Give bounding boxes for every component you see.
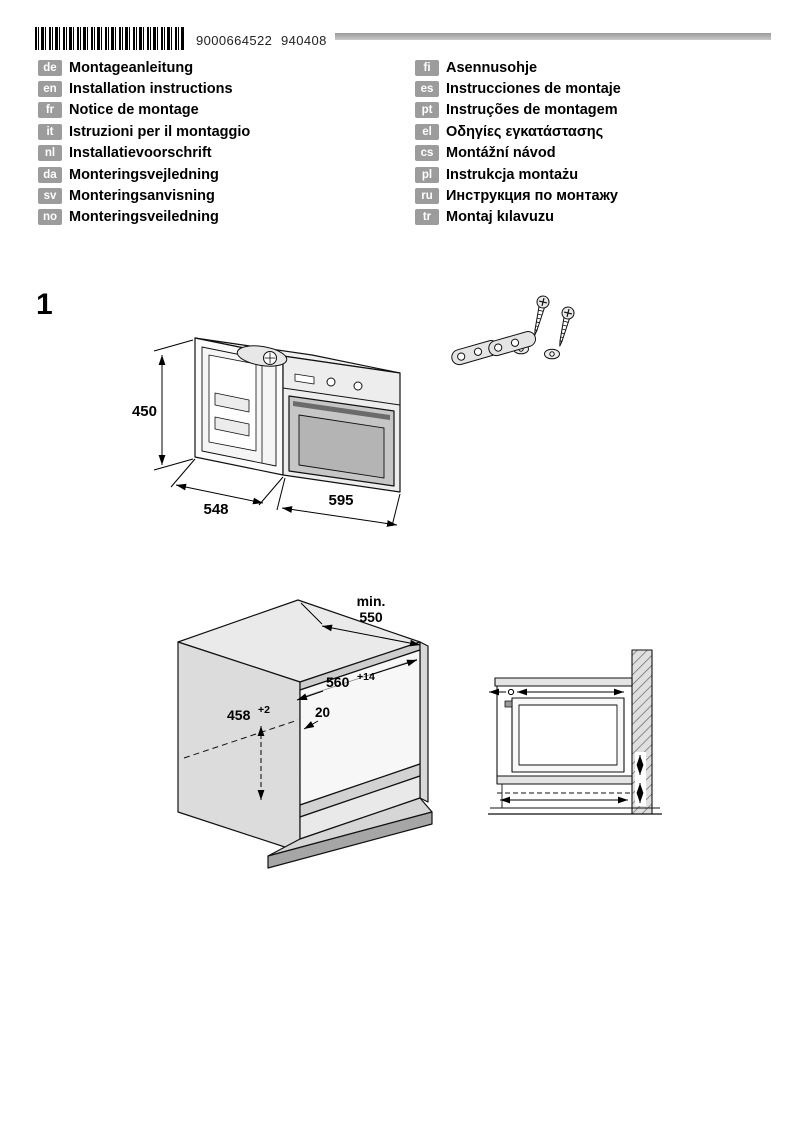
oven-isometric-drawing [194,337,401,493]
control-knob-icon [353,381,363,391]
language-code-badge: da [38,166,62,183]
language-row: no Monteringsveiledning [38,207,250,228]
language-row: fr Notice de montage [38,100,250,121]
display-window [294,373,315,385]
language-title: Notice de montage [69,102,199,119]
language-code-badge: pt [415,102,439,119]
language-row: cs Montážní návod [415,143,621,164]
language-title: Asennusohje [446,59,538,76]
niche-width-tolerance: +14 [357,671,375,683]
language-title: Montážní návod [446,145,556,162]
language-list-right: fi Asennusohje es Instrucciones de monta… [415,57,621,228]
language-row: tr Montaj kılavuzu [415,207,621,228]
language-list-left: de Montageanleitung en Installation inst… [38,57,250,228]
language-code-badge: ru [415,188,439,205]
language-title: Monteringsanvisning [69,188,215,205]
control-knob-icon [326,377,336,387]
oven-width-dimension: 595 [328,492,353,509]
language-code-badge: nl [38,145,62,162]
language-code-badge: sv [38,188,62,205]
language-title: Istruzioni per il montaggio [69,123,251,140]
language-row: fi Asennusohje [415,57,621,78]
language-row: pl Instrukcja montażu [415,164,621,185]
language-row: sv Monteringsanvisning [38,185,250,206]
installation-side-view-drawing [488,649,662,815]
language-row: pt Instruções de montagem [415,100,621,121]
oven-height-dimension: 450 [132,403,157,420]
cabinet-niche-drawing [177,599,433,869]
washer-icon [544,348,560,360]
side-view-clearance-arrows [489,688,646,806]
niche-height-dimension: 458 [227,707,251,723]
screw-icon [559,306,575,347]
language-title: Οδηγίες εγκατάστασης [446,123,604,140]
niche-depth-dimension: 550 [359,609,383,625]
barcode-number: 9000664522 [196,33,273,48]
language-code-badge: pl [415,166,439,183]
figure-number: 1 [36,288,53,321]
language-title: Instrucciones de montaje [446,81,621,98]
oven-door-handle [293,401,390,420]
niche-dimension-lines [257,602,421,800]
language-code-badge: fr [38,102,62,119]
niche-height-tolerance: +2 [258,704,270,716]
niche-width-dimension: 560 [326,674,350,690]
barcode [35,27,185,50]
language-title: Montageanleitung [69,59,194,76]
language-row: el Οδηγίες εγκατάστασης [415,121,621,142]
language-code-badge: es [415,81,439,98]
language-title: Инструкция по монтажу [446,188,618,205]
countertop-section [494,677,633,687]
language-code-badge: it [38,123,62,140]
mounting-bracket-icon [488,331,536,357]
language-title: Installation instructions [69,81,233,98]
language-title: Montaj kılavuzu [446,209,554,226]
language-code-badge: tr [415,209,439,226]
niche-depth-min-label: min. [357,593,386,609]
language-code-badge: no [38,209,62,226]
language-row: da Monteringsvejledning [38,164,250,185]
language-code-badge: el [415,123,439,140]
language-row: es Instrucciones de montaje [415,78,621,99]
language-title: Monteringsvejledning [69,166,219,183]
language-row: en Installation instructions [38,78,250,99]
oven-handle-side [504,700,513,708]
language-row: nl Installatievoorschrift [38,143,250,164]
language-row: ru Инструкция по монтажу [415,185,621,206]
oven-depth-dimension: 548 [203,501,228,518]
language-title: Instruções de montagem [446,102,618,119]
mounting-hardware-illustration [451,295,575,366]
niche-setback-dimension: 20 [315,705,330,720]
language-title: Instrukcja montażu [446,166,579,183]
language-code-badge: fi [415,59,439,76]
screw-icon [534,295,550,336]
language-code-badge: en [38,81,62,98]
language-code-badge: de [38,59,62,76]
oven-dimension-lines [153,339,401,527]
language-title: Monteringsveiledning [69,209,219,226]
header-divider-bar [335,33,771,40]
barcode-date-code: 940408 [281,33,327,48]
language-row: de Montageanleitung [38,57,250,78]
language-code-badge: cs [415,145,439,162]
language-title: Installatievoorschrift [69,145,212,162]
language-row: it Istruzioni per il montaggio [38,121,250,142]
